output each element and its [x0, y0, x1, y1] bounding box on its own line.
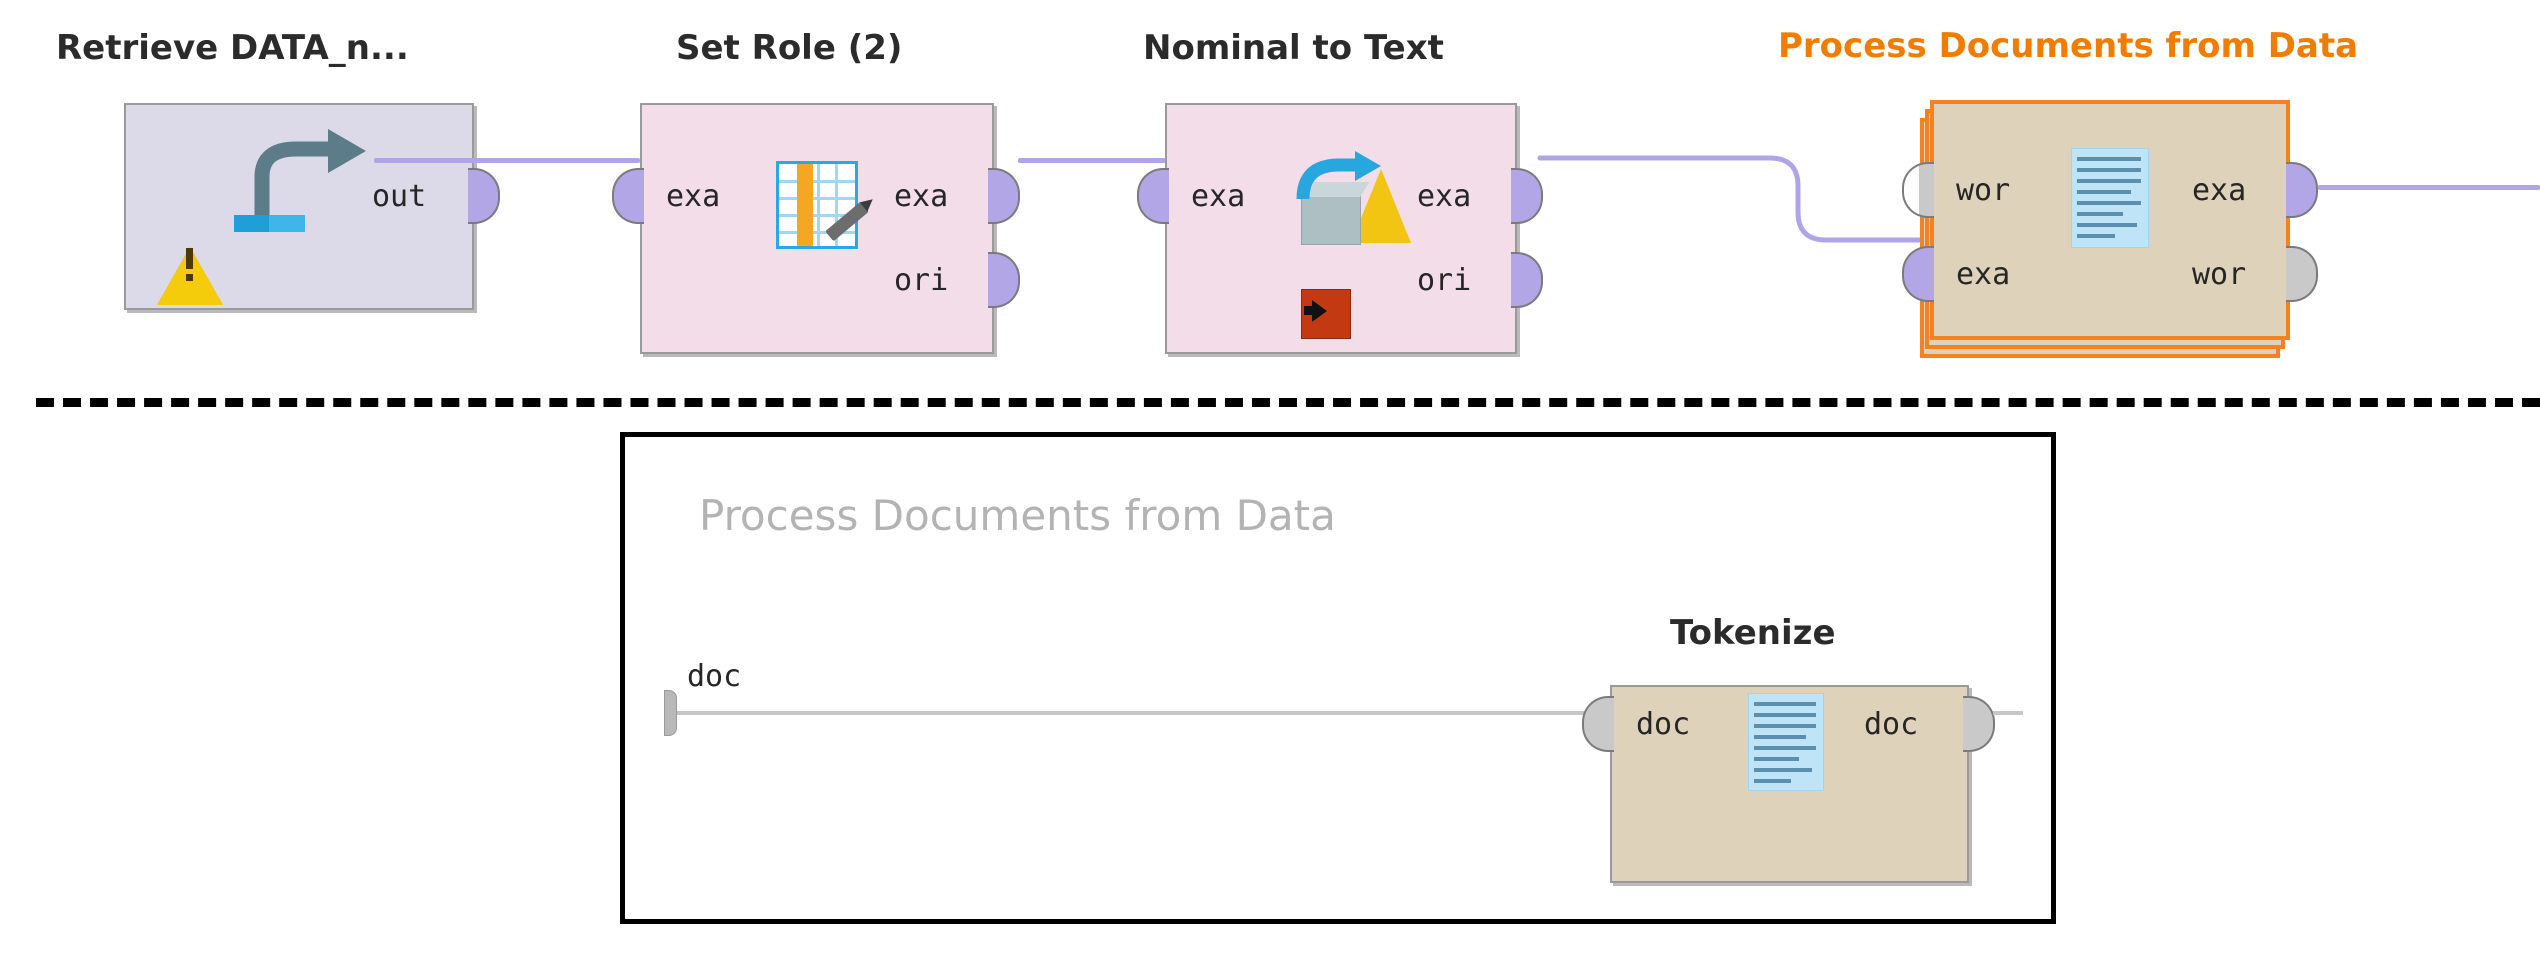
connection-retrieve-to-setrole[interactable] [374, 158, 640, 163]
operator-title-set-role: Set Role (2) [676, 28, 903, 68]
operator-process-documents[interactable]: wor exa exa wor [1902, 100, 2318, 358]
port-label-subprocess-source-doc: doc [687, 659, 742, 694]
port-label-tokenize-in-doc: doc [1636, 707, 1691, 742]
port-label-processdocs-in-wor: wor [1956, 173, 2011, 208]
operator-title-retrieve: Retrieve DATA_n... [56, 28, 409, 68]
cube-cone-convert-icon [1295, 151, 1415, 261]
warning-triangle-icon[interactable] [157, 228, 223, 305]
input-port-tokenize-doc[interactable] [1582, 696, 1614, 752]
operator-nominal-to-text[interactable]: exa exa ori [1137, 103, 1543, 354]
port-label-nominal-out-ori: ori [1417, 263, 1472, 298]
output-port-tokenize-doc[interactable] [1963, 696, 1995, 752]
document-text-icon [2071, 148, 2149, 248]
output-port-set-role-exa[interactable] [988, 168, 1020, 224]
output-port-nominal-exa[interactable] [1511, 168, 1543, 224]
output-port-nominal-ori[interactable] [1511, 252, 1543, 308]
operator-title-process-documents: Process Documents from Data [1778, 26, 2359, 66]
operator-title-tokenize: Tokenize [1670, 613, 1836, 653]
connection-processdocs-to-edge[interactable] [2318, 185, 2540, 190]
operator-title-nominal-to-text: Nominal to Text [1143, 28, 1444, 68]
table-pencil-icon [776, 161, 869, 253]
port-label-tokenize-out-doc: doc [1864, 707, 1919, 742]
output-port-processdocs-wor[interactable] [2286, 246, 2318, 302]
process-level-divider [36, 398, 2540, 407]
connection-setrole-to-nominal[interactable] [1018, 158, 1166, 163]
subprocess-source-port-doc[interactable] [664, 690, 677, 736]
port-label-nominal-in-exa: exa [1191, 179, 1246, 214]
port-label-retrieve-out: out [372, 179, 427, 214]
input-port-processdocs-wor[interactable] [1902, 162, 1934, 218]
retrieve-arrow-icon [232, 125, 372, 225]
operator-retrieve[interactable]: out [124, 103, 500, 310]
port-label-processdocs-out-wor: wor [2192, 257, 2247, 292]
subprocess-watermark-title: Process Documents from Data [699, 491, 1336, 540]
port-label-nominal-out-exa: exa [1417, 179, 1472, 214]
retrieve-base-bar-light [269, 215, 305, 232]
document-text-icon [1748, 693, 1824, 791]
operator-body[interactable] [124, 103, 474, 310]
input-port-nominal-exa[interactable] [1137, 168, 1169, 224]
port-label-set-role-out-ori: ori [894, 263, 949, 298]
output-port-set-role-ori[interactable] [988, 252, 1020, 308]
operator-set-role[interactable]: exa exa ori [612, 103, 1020, 354]
breakpoint-after-icon[interactable] [1301, 289, 1351, 339]
connection-nominal-to-processdocs[interactable] [1510, 120, 1951, 280]
input-port-set-role-exa[interactable] [612, 168, 644, 224]
connection-tokenize-out-stub[interactable] [1993, 711, 2023, 715]
port-label-processdocs-in-exa: exa [1956, 257, 2011, 292]
connection-source-to-tokenize[interactable] [677, 711, 1590, 715]
operator-tokenize[interactable]: doc doc [1582, 685, 1995, 883]
port-label-set-role-in-exa: exa [666, 179, 721, 214]
operator-body[interactable] [640, 103, 994, 354]
input-port-processdocs-exa[interactable] [1902, 246, 1934, 302]
output-port-retrieve-out[interactable] [468, 168, 500, 224]
port-label-processdocs-out-exa: exa [2192, 173, 2247, 208]
subprocess-panel[interactable]: Process Documents from Data doc Tokenize… [620, 432, 2056, 924]
port-label-set-role-out-exa: exa [894, 179, 949, 214]
output-port-processdocs-exa[interactable] [2286, 162, 2318, 218]
